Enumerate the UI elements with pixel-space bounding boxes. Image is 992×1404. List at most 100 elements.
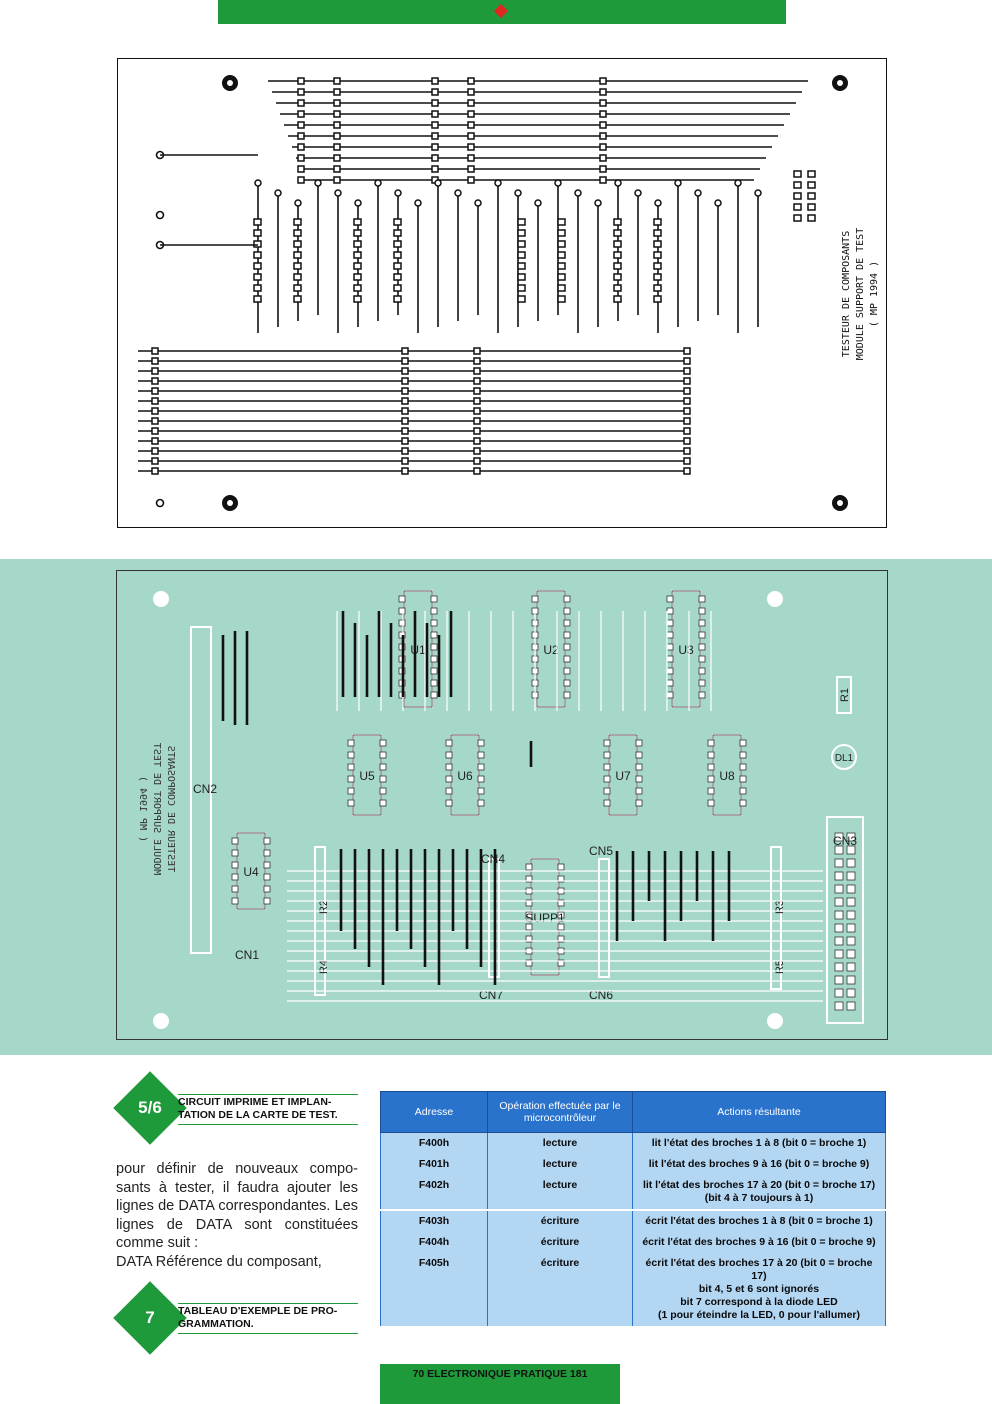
ic-pin [347, 799, 355, 807]
ic-pad [293, 284, 302, 292]
pcb-title: TESTEUR DE COMPOSANTS MODULE SUPPORT DE … [831, 223, 891, 363]
solder-pad [333, 88, 341, 96]
ic-pad [557, 218, 566, 226]
mirrored-title-line: TESTEUR DE COMPOSANTS [165, 745, 176, 873]
ic-pin [525, 899, 533, 907]
via-pad [374, 179, 382, 187]
solder-pad [401, 407, 409, 415]
solder-pad [467, 110, 475, 118]
connector-pin [846, 949, 856, 959]
ic-pad [253, 218, 262, 226]
solder-pad [473, 397, 481, 405]
ic-pin [698, 607, 706, 615]
solder-pad [599, 176, 607, 184]
ic-outline-edge [236, 832, 266, 910]
ic-pin [563, 631, 571, 639]
ic-pad [393, 273, 402, 281]
via-pad [614, 179, 622, 187]
header-actions: Actions résultante [632, 1091, 886, 1133]
connector-pin [834, 962, 844, 972]
connector-pad [793, 214, 802, 222]
component-label: CN2 [193, 782, 217, 796]
solder-pad [473, 407, 481, 415]
solder-pad [431, 165, 439, 173]
solder-pad [473, 467, 481, 475]
ic-pin [739, 787, 747, 795]
ic-pin [263, 849, 271, 857]
board-hole [153, 591, 169, 607]
solder-pad [599, 88, 607, 96]
via-pad [654, 199, 662, 207]
ic-pin [666, 619, 674, 627]
solder-pad [151, 377, 159, 385]
ic-pin [477, 787, 485, 795]
solder-pad [401, 377, 409, 385]
figure-caption: TABLEAU D'EXEMPLE DE PRO- GRAMMATION. [178, 1305, 338, 1330]
ic-pad [253, 251, 262, 259]
connector-pin [846, 884, 856, 894]
ic-pin [347, 775, 355, 783]
body-text: pour définir de nouveaux compo-sants à t… [116, 1160, 358, 1271]
solder-pad [599, 99, 607, 107]
ic-pad [517, 229, 526, 237]
ic-pad [517, 240, 526, 248]
connector-pin [834, 910, 844, 920]
ic-pad [393, 218, 402, 226]
ic-pad [253, 273, 262, 281]
ic-pin [707, 799, 715, 807]
ic-pin [666, 607, 674, 615]
ic-pin [557, 923, 565, 931]
connector-pin [834, 884, 844, 894]
ic-outline-edge [450, 734, 480, 816]
solder-pad [333, 110, 341, 118]
ic-pin [477, 751, 485, 759]
ic-pin [698, 691, 706, 699]
via-pad [594, 199, 602, 207]
solder-pad [683, 437, 691, 445]
ic-pin [231, 861, 239, 869]
ic-pad [557, 240, 566, 248]
figure-number: 7 [145, 1308, 155, 1327]
ic-pin [563, 643, 571, 651]
solder-pad [431, 132, 439, 140]
resistor-outline [836, 676, 852, 714]
solder-pad [683, 447, 691, 455]
cell-adresse: F401h [380, 1154, 488, 1175]
header-operation: Opération effectuée par le microcontrôle… [487, 1091, 633, 1133]
solder-pad [401, 367, 409, 375]
solder-pad [473, 447, 481, 455]
connector-pin [834, 871, 844, 881]
solder-pad [151, 467, 159, 475]
via-pad [534, 199, 542, 207]
ic-pin [477, 775, 485, 783]
solder-pad [473, 387, 481, 395]
solder-pad [467, 154, 475, 162]
component-label: CN4 [481, 852, 505, 866]
component-label: U5 [359, 769, 375, 783]
cell-action: écrit l'état des broches 1 à 8 (bit 0 = … [632, 1209, 886, 1232]
connector-pin [846, 910, 856, 920]
ic-pin [603, 799, 611, 807]
solder-pad [333, 154, 341, 162]
connector-pin [834, 858, 844, 868]
solder-pad [599, 132, 607, 140]
cell-adresse: F400h [380, 1132, 488, 1154]
cell-operation: lecture [487, 1154, 633, 1175]
connector-pin [834, 975, 844, 985]
solder-pad [333, 176, 341, 184]
mounting-hole-center [227, 80, 233, 86]
ic-pin [477, 763, 485, 771]
cell-action: lit l'état des broches 1 à 8 (bit 0 = br… [632, 1132, 886, 1154]
via-pad [474, 199, 482, 207]
solder-pad [297, 165, 305, 173]
connector-pin [846, 845, 856, 855]
solder-pad [333, 99, 341, 107]
via-pad [434, 179, 442, 187]
cell-adresse: F403h [380, 1209, 488, 1232]
connector-pin [846, 923, 856, 933]
ic-pad [353, 240, 362, 248]
ic-pad [517, 295, 526, 303]
ic-pad [653, 295, 662, 303]
